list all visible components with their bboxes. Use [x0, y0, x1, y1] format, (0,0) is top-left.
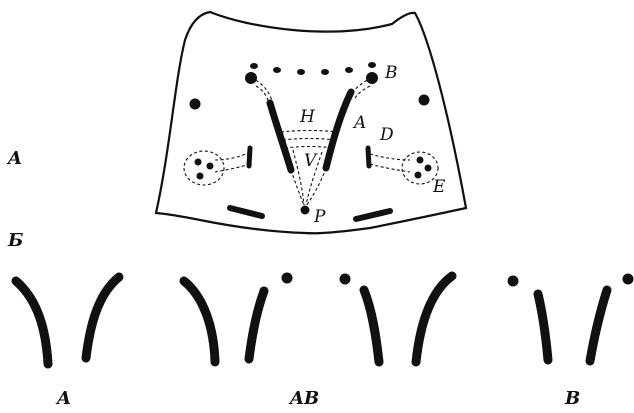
variant-label-b: B: [564, 388, 580, 409]
dashed-connections: [184, 78, 438, 208]
label-h: H: [299, 107, 316, 127]
bottom-bars: [230, 208, 390, 219]
variant-a: [16, 277, 119, 364]
p-dot: [301, 206, 310, 215]
label-b: B: [384, 63, 398, 83]
right-lateral-dot: [419, 95, 430, 106]
right-dot-cluster: [415, 157, 432, 179]
label-d: D: [379, 125, 394, 145]
variant-ab-right: [340, 274, 453, 363]
left-dot-cluster: [195, 159, 214, 180]
variant-ab-left: [184, 273, 293, 363]
panel-label-a: A: [6, 148, 22, 169]
label-v: V: [304, 151, 318, 171]
label-p: P: [313, 207, 326, 227]
label-e: E: [432, 177, 446, 197]
left-lateral-dot: [190, 99, 201, 110]
variant-b: [508, 274, 634, 362]
label-a-structure: A: [352, 113, 366, 133]
top-dot-row: [250, 62, 376, 75]
variant-label-a: A: [55, 388, 71, 409]
variant-label-ab: AB: [288, 388, 319, 409]
panel-label-b: Б: [7, 230, 23, 251]
